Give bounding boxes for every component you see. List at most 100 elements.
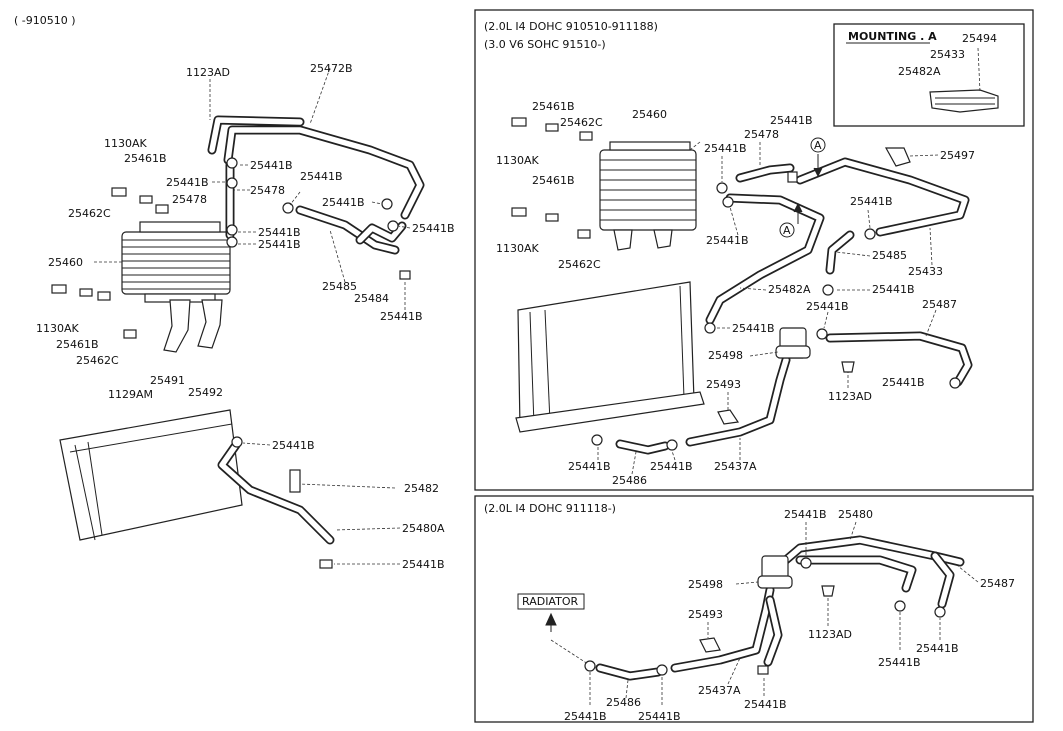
label: 25441B [744,698,787,711]
labels-left: 1123AD 25472B 1130AK 25461B 25441B 25441… [36,62,455,571]
label: 25437A [714,460,757,473]
left-header: ( -910510 ) [14,14,76,27]
radiator-connector [550,639,589,665]
label: 25462C [560,116,603,129]
labels-top-right: 25461B 25460 25462C 1130AK 25441B 25478 … [496,100,975,487]
label: 25441B [380,310,423,323]
label: 25484 [354,292,389,305]
label: 1123AD [808,628,852,641]
label: 25441B [166,176,209,189]
label: 25478 [172,193,207,206]
label: 25441B [916,642,959,655]
label: 25482A [768,283,811,296]
label: 25441B [872,283,915,296]
clamps-bottom-right [584,557,946,676]
oil-cooler-left [121,221,231,303]
valve-25498-bottom [757,555,793,589]
label: 25460 [632,108,667,121]
label: 25487 [980,577,1015,590]
label: 1123AD [828,390,872,403]
clamps-top-right [591,147,961,451]
label: 25492 [188,386,223,399]
label: 25441B [412,222,455,235]
label: 25441B [770,114,813,127]
label: 25441B [784,508,827,521]
label: 25441B [258,226,301,239]
bracket-25482 [289,469,301,493]
hoses-top-right [615,157,973,455]
bottom-right-header: (2.0L I4 DOHC 911118-) [484,502,616,515]
label: 25441B [564,710,607,723]
top-right-header-line1: (2.0L I4 DOHC 910510-911188) [484,20,658,33]
label: 25441B [650,460,693,473]
label: 25441B [300,170,343,183]
bolt-1123AD-bottom [821,585,835,597]
label: 25441B [272,439,315,452]
label: 25482 [404,482,439,495]
label: 25437A [698,684,741,697]
label: 25461B [532,174,575,187]
callout-a: A [783,224,791,237]
label: 25498 [708,349,743,362]
label: 25441B [850,195,893,208]
label: 25460 [48,256,83,269]
label: 1130AK [496,154,540,167]
bracket-25492 [197,299,223,349]
label: 25480A [402,522,445,535]
label: 25478 [744,128,779,141]
clip-25493-bottom [699,637,721,653]
callout-a-markers: A A [779,137,826,238]
bolt-set-left-lower [51,284,137,339]
clamp-radiator-top [231,436,243,448]
label: 25441B [250,159,293,172]
leader-lines-left [94,67,411,565]
label: 25497 [940,149,975,162]
pipe-25472B [207,115,425,220]
label: 25441B [638,710,681,723]
label: 25441B [882,376,925,389]
radiator-right [515,281,705,433]
label: 25461B [532,100,575,113]
clamps-left [226,157,411,280]
label: 25441B [732,322,775,335]
label: 25461B [124,152,167,165]
radiator-left [59,409,243,541]
label: 25480 [838,508,873,521]
label: 1129AM [108,388,153,401]
label: 25462C [76,354,119,367]
mounting-inset [833,23,1025,127]
label: 25498 [688,578,723,591]
bolt-set-right [511,117,593,239]
mounting-title: MOUNTING . A [848,30,937,43]
label: 25493 [688,608,723,621]
label: 25472B [310,62,353,75]
label: 25482A [898,65,941,78]
label: 25433 [930,48,965,61]
label: 25441B [706,234,749,247]
label: 25461B [56,338,99,351]
hoses-bottom-right [595,535,965,681]
leader-lines-bottom-right [589,521,979,705]
label: 25441B [322,196,365,209]
clamp-radiator-bottom [319,559,333,569]
label: 25441B [878,656,921,669]
label: 25494 [962,32,997,45]
label: 25441B [704,142,747,155]
label: 1130AK [36,322,80,335]
label: 25441B [258,238,301,251]
label: 25462C [68,207,111,220]
oil-cooler-right [599,141,697,251]
label: 1130AK [104,137,148,150]
panel-bottom-right [474,495,1034,723]
label: 25491 [150,374,185,387]
label: 25485 [322,280,357,293]
label: 25462C [558,258,601,271]
radiator-label-box [517,593,585,610]
bolt-1123AD-top [841,361,855,373]
label: 25487 [922,298,957,311]
label: 25441B [568,460,611,473]
leader-lines-top-right [597,141,939,475]
mounting-bracket-drawing [929,47,999,113]
